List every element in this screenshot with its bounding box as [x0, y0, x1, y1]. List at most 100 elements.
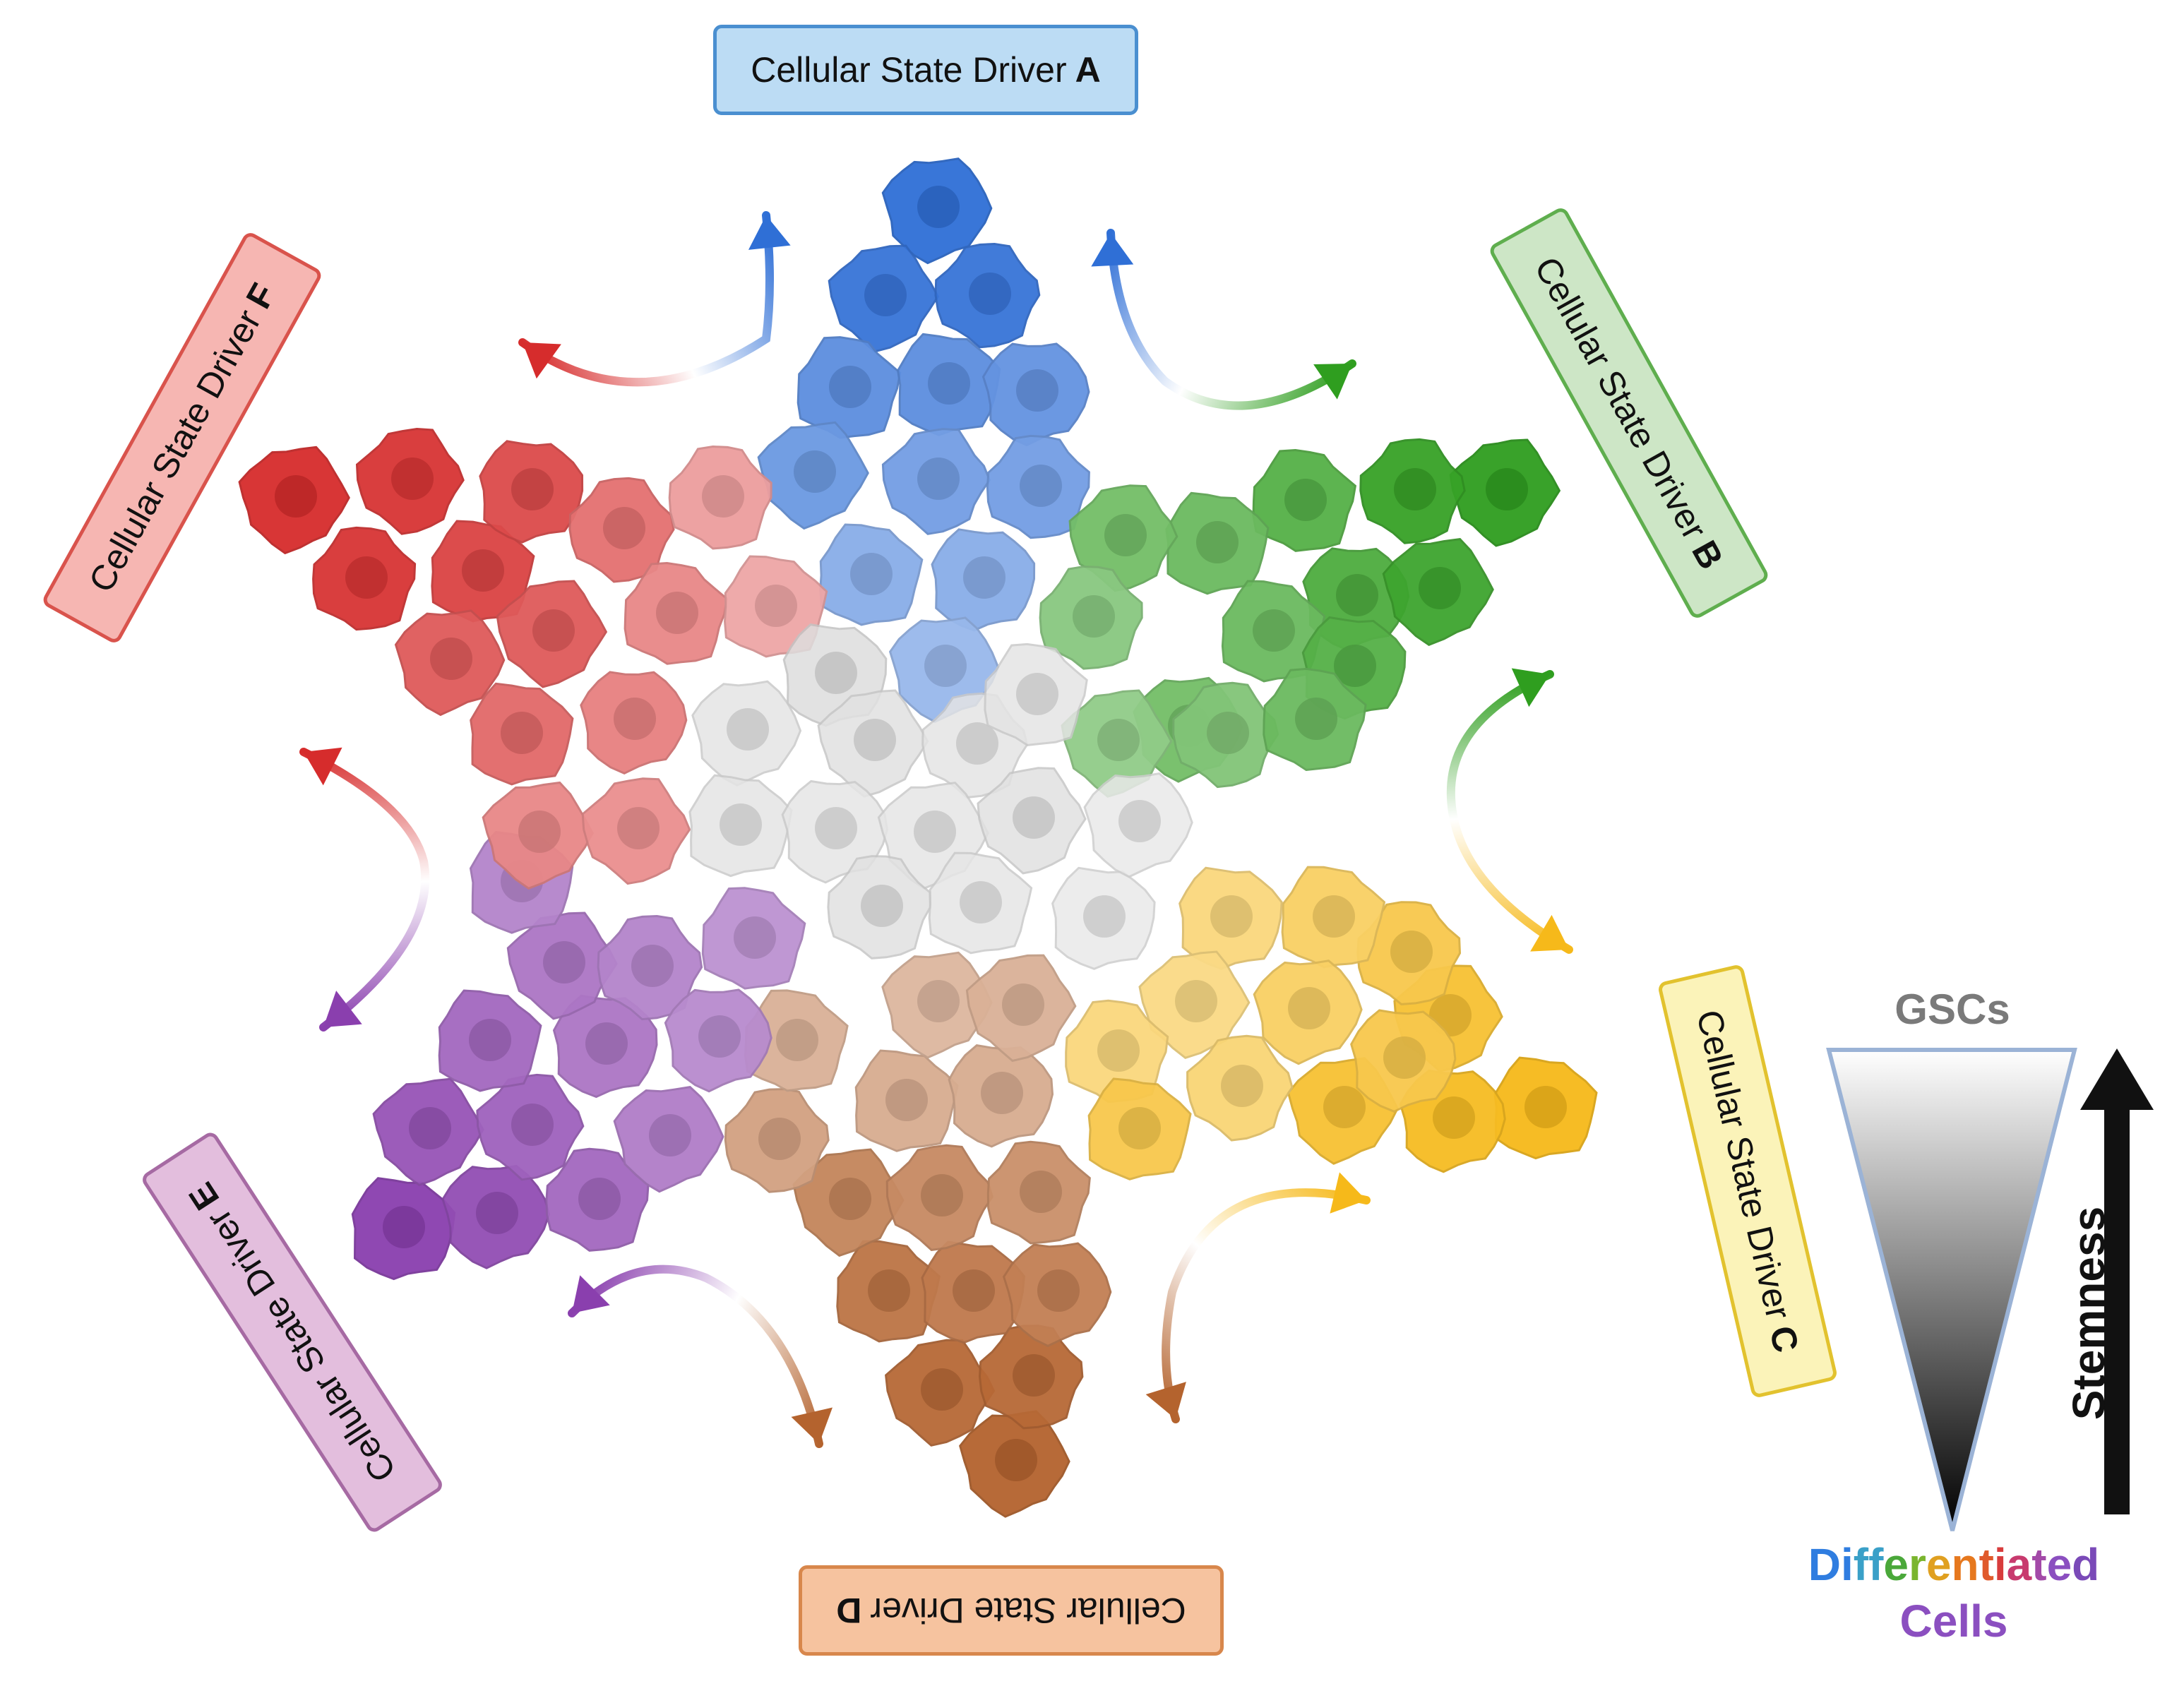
- differentiated-label: Differentiated: [1808, 1539, 2100, 1590]
- cell: [1039, 565, 1143, 670]
- cell: [931, 528, 1036, 632]
- cell: [757, 421, 869, 530]
- cell: [1138, 950, 1251, 1059]
- arrow-head: [523, 342, 561, 379]
- cell: [431, 520, 535, 623]
- driver-a-letter: A: [1075, 50, 1101, 90]
- cell: [828, 244, 939, 353]
- arrow-head: [572, 1275, 610, 1313]
- cell: [881, 951, 993, 1059]
- cell: [701, 887, 806, 990]
- cell: [744, 989, 849, 1092]
- cell: [688, 774, 793, 878]
- cell: [1350, 1009, 1457, 1113]
- cell: [1165, 491, 1270, 595]
- cell: [934, 242, 1041, 349]
- arrow-head: [1530, 914, 1569, 952]
- cell: [1449, 438, 1561, 547]
- arrow-head: [1091, 233, 1134, 267]
- arrow-head: [1330, 1172, 1366, 1214]
- cell: [921, 1240, 1025, 1344]
- arrow-head: [748, 215, 791, 250]
- cell: [479, 440, 584, 544]
- cell: [1382, 538, 1494, 646]
- cell: [1493, 1056, 1598, 1160]
- cell: [977, 767, 1087, 875]
- cell: [1087, 1077, 1192, 1180]
- cell: [355, 427, 465, 535]
- stemness-legend: GSCs Stemness Differentiated Cells: [1808, 986, 2154, 1646]
- cell: [817, 689, 929, 798]
- cell: [581, 777, 691, 885]
- cell: [438, 989, 542, 1092]
- cell-cluster: [238, 157, 1598, 1518]
- transition-arrow: [1446, 670, 1573, 954]
- cell: [1356, 901, 1462, 1005]
- transition-arrow: [1106, 229, 1356, 410]
- cell: [948, 1044, 1054, 1148]
- cell: [819, 523, 924, 626]
- cell: [580, 671, 688, 775]
- arrow-head: [791, 1407, 833, 1444]
- cell: [881, 157, 993, 265]
- cell: [470, 682, 574, 786]
- cell: [1083, 772, 1193, 878]
- arrow-head: [1145, 1382, 1186, 1419]
- cell: [796, 336, 902, 439]
- cell: [613, 1086, 724, 1193]
- cell: [668, 445, 772, 550]
- cell: [897, 333, 1001, 436]
- transition-arrows: [299, 211, 1573, 1448]
- cell: [1359, 438, 1466, 544]
- cell: [597, 914, 703, 1021]
- gscs-label: GSCs: [1894, 986, 2010, 1033]
- cell: [1002, 1242, 1112, 1348]
- cell: [984, 642, 1088, 746]
- cell: [351, 1177, 456, 1281]
- cell: [1252, 448, 1357, 552]
- driver-c-letter: C: [1762, 1322, 1807, 1356]
- cell: [1281, 866, 1386, 969]
- cell: [836, 1240, 941, 1343]
- cell: [827, 855, 931, 959]
- arrow-head: [304, 747, 342, 786]
- cell: [1253, 959, 1363, 1065]
- cell: [496, 580, 608, 688]
- transition-arrow: [299, 748, 430, 1032]
- cell: [928, 851, 1033, 955]
- stemness-cone: [1826, 1048, 2077, 1531]
- cell: [978, 1325, 1084, 1430]
- stemness-arrow-head: [2080, 1048, 2154, 1110]
- cell: [854, 1049, 959, 1152]
- cell: [881, 428, 991, 535]
- cell: [1221, 580, 1326, 683]
- cell: [506, 911, 618, 1020]
- stemness-label: Stemness: [2063, 1207, 2114, 1420]
- cell: [552, 994, 658, 1099]
- cell: [441, 1164, 551, 1269]
- cell: [885, 1339, 996, 1447]
- cell: [959, 1410, 1070, 1518]
- cell: [394, 609, 506, 717]
- cell: [1263, 667, 1367, 772]
- arrow-head: [323, 991, 362, 1027]
- cell: [986, 434, 1090, 539]
- cell: [1172, 681, 1279, 789]
- cell: [1068, 484, 1178, 592]
- cell: [482, 781, 594, 890]
- stemness-arrow-shaft: [2104, 1105, 2130, 1514]
- cell: [476, 1073, 585, 1181]
- driver-d-letter: D: [836, 1591, 862, 1630]
- transition-arrow: [1162, 1188, 1371, 1423]
- driver-d-text: Cellular State Driver: [870, 1591, 1186, 1630]
- cell: [623, 561, 729, 665]
- transition-arrow: [568, 1264, 823, 1448]
- driver-b-letter: B: [1684, 534, 1731, 576]
- cell: [312, 526, 417, 631]
- cell: [1178, 866, 1283, 970]
- cells-label: Cells: [1900, 1596, 2008, 1646]
